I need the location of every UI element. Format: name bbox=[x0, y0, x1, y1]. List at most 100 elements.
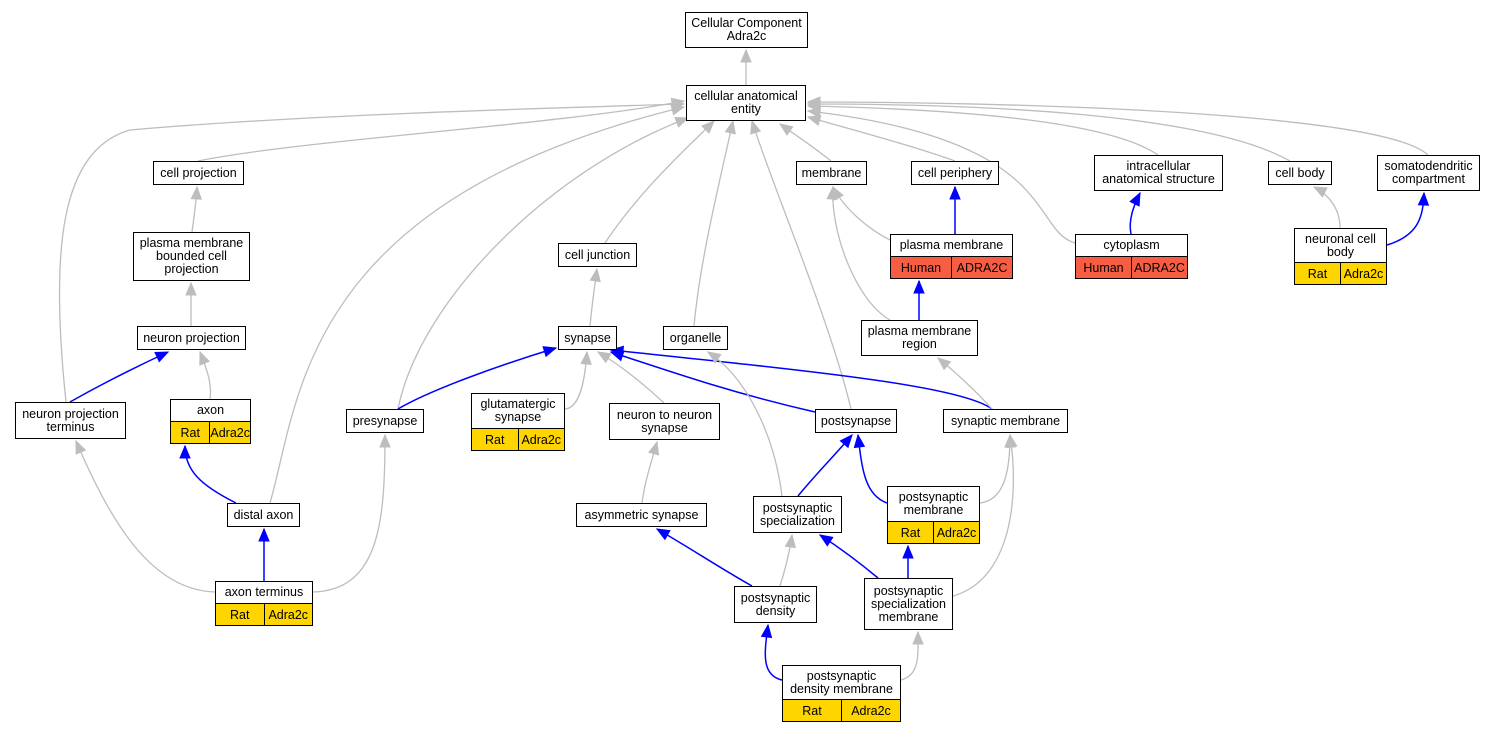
node-postsynaptic-membrane[interactable]: postsynaptic membrane Rat Adra2c bbox=[887, 486, 980, 544]
edge-distal-axon-cae bbox=[269, 106, 685, 504]
node-axon-terminus[interactable]: axon terminus Rat Adra2c bbox=[215, 581, 313, 626]
node-neuron-to-neuron-synapse[interactable]: neuron to neuron synapse bbox=[609, 403, 720, 440]
edge-pm-region-membrane bbox=[832, 186, 891, 321]
arrowhead-icon bbox=[839, 434, 853, 449]
node-postsynaptic-specialization[interactable]: postsynaptic specialization bbox=[753, 496, 842, 533]
arrowhead-icon bbox=[701, 120, 715, 134]
node-label: synapse bbox=[564, 330, 611, 345]
node-postsynaptic-specialization-membrane[interactable]: postsynaptic specialization membrane bbox=[864, 578, 953, 630]
arrowhead-icon bbox=[740, 48, 752, 63]
arrowhead-icon bbox=[778, 123, 794, 136]
edge-axon-terminus-npt bbox=[75, 440, 216, 593]
annotation-row: Rat Adra2c bbox=[216, 603, 312, 625]
node-label: axon bbox=[196, 403, 225, 417]
gene-tag: Adra2c bbox=[933, 522, 979, 543]
node-label: presynapse bbox=[352, 413, 418, 428]
gene-tag: Adra2c bbox=[841, 700, 900, 721]
node-label: cytoplasm bbox=[1103, 238, 1160, 252]
node-label: neuronal cell body bbox=[1305, 231, 1376, 259]
arrowhead-icon bbox=[185, 281, 197, 296]
node-label: Cellular Component Adra2c bbox=[691, 16, 802, 43]
node-label: organelle bbox=[669, 330, 722, 345]
node-label: postsynaptic specialization bbox=[759, 500, 836, 528]
edge-neuronal-cell-body-cell-body bbox=[1313, 186, 1341, 229]
node-neuron-projection[interactable]: neuron projection bbox=[137, 326, 246, 350]
node-label: neuron projection terminus bbox=[22, 406, 119, 434]
edge-intracellular-cae bbox=[807, 105, 1159, 156]
node-label: postsynaptic density bbox=[740, 590, 811, 618]
edge-distal-axon-axon bbox=[184, 445, 237, 504]
edge-cytoplasm-cae bbox=[807, 110, 1076, 244]
node-cellular-component-root[interactable]: Cellular Component Adra2c bbox=[685, 12, 808, 48]
edge-postsynapse-synapse bbox=[610, 351, 816, 413]
node-neuron-projection-terminus[interactable]: neuron projection terminus bbox=[15, 402, 126, 439]
node-cell-junction[interactable]: cell junction bbox=[558, 243, 637, 267]
node-label: intracellular anatomical structure bbox=[1102, 159, 1215, 186]
node-plasma-membrane[interactable]: plasma membrane Human ADRA2C bbox=[890, 234, 1013, 279]
arrowhead-icon bbox=[1006, 433, 1018, 449]
node-postsynapse[interactable]: postsynapse bbox=[815, 409, 897, 433]
gene-tag: Adra2c bbox=[209, 422, 250, 443]
annotation-row: Rat Adra2c bbox=[171, 421, 250, 443]
node-label: somatodendritic compartment bbox=[1384, 159, 1473, 186]
node-intracellular-anatomical-structure[interactable]: intracellular anatomical structure bbox=[1094, 155, 1223, 191]
arrowhead-icon bbox=[674, 117, 690, 128]
node-presynapse[interactable]: presynapse bbox=[346, 409, 424, 433]
edge-presynapse-synapse bbox=[397, 347, 557, 410]
node-organelle[interactable]: organelle bbox=[663, 326, 728, 350]
arrowhead-icon bbox=[258, 527, 270, 542]
annotation-row: Rat Adra2c bbox=[1295, 262, 1386, 284]
node-label: postsynaptic membrane bbox=[898, 490, 969, 517]
gene-tag: Adra2c bbox=[263, 604, 313, 625]
arrowhead-icon bbox=[750, 119, 762, 135]
arrowhead-icon bbox=[724, 119, 736, 135]
arrowhead-icon bbox=[853, 433, 866, 449]
node-cell-periphery[interactable]: cell periphery bbox=[911, 161, 999, 185]
node-label: axon terminus bbox=[224, 585, 304, 599]
node-synaptic-membrane[interactable]: synaptic membrane bbox=[943, 409, 1068, 433]
species-tag: Rat bbox=[230, 607, 250, 622]
node-postsynaptic-density[interactable]: postsynaptic density bbox=[734, 586, 817, 623]
node-label: cell junction bbox=[564, 247, 631, 262]
node-asymmetric-synapse[interactable]: asymmetric synapse bbox=[576, 503, 707, 527]
arrowhead-icon bbox=[179, 444, 191, 459]
arrowhead-icon bbox=[826, 185, 838, 200]
gene-tag: ADRA2C bbox=[1131, 257, 1187, 278]
node-cell-body[interactable]: cell body bbox=[1268, 161, 1332, 185]
node-distal-axon[interactable]: distal axon bbox=[227, 503, 300, 527]
arrowhead-icon bbox=[580, 350, 592, 365]
species-tag: Human bbox=[900, 260, 942, 275]
node-label: cell projection bbox=[160, 165, 237, 180]
node-synapse[interactable]: synapse bbox=[558, 326, 617, 350]
edge-npt-neuron-projection bbox=[69, 351, 169, 403]
node-somatodendritic-compartment[interactable]: somatodendritic compartment bbox=[1377, 155, 1480, 191]
node-plasma-membrane-region[interactable]: plasma membrane region bbox=[861, 320, 978, 356]
node-axon[interactable]: axon Rat Adra2c bbox=[170, 399, 251, 444]
node-label: synaptic membrane bbox=[950, 413, 1061, 428]
node-membrane[interactable]: membrane bbox=[796, 161, 867, 185]
node-cell-projection[interactable]: cell projection bbox=[153, 161, 244, 185]
node-postsynaptic-density-membrane[interactable]: postsynaptic density membrane Rat Adra2c bbox=[782, 665, 901, 722]
gene-tag: Adra2c bbox=[517, 429, 565, 450]
node-label: cellular anatomical entity bbox=[694, 89, 798, 116]
node-plasma-membrane-bounded-cell-projection[interactable]: plasma membrane bounded cell projection bbox=[133, 232, 250, 281]
node-neuronal-cell-body[interactable]: neuronal cell body Rat Adra2c bbox=[1294, 228, 1387, 285]
annotation-row: Rat Adra2c bbox=[783, 699, 900, 721]
arrowhead-icon bbox=[912, 630, 924, 645]
arrowhead-icon bbox=[655, 528, 671, 541]
arrowhead-icon bbox=[190, 185, 203, 200]
edge-cell-body-cae bbox=[807, 103, 1291, 162]
node-cellular-anatomical-entity[interactable]: cellular anatomical entity bbox=[686, 85, 806, 121]
edge-cell-projection-cae bbox=[197, 100, 685, 162]
edge-axon-terminus-presynapse bbox=[312, 434, 386, 593]
arrowhead-icon bbox=[818, 534, 834, 547]
arrowhead-icon bbox=[648, 440, 660, 456]
gene-tag: ADRA2C bbox=[951, 257, 1012, 278]
edge-ps-spec-organelle bbox=[707, 351, 783, 497]
arrowhead-icon bbox=[609, 345, 625, 358]
node-cytoplasm[interactable]: cytoplasm Human ADRA2C bbox=[1075, 234, 1188, 279]
node-label: neuron projection bbox=[143, 330, 240, 345]
node-glutamatergic-synapse[interactable]: glutamatergic synapse Rat Adra2c bbox=[471, 393, 565, 451]
edge-npt-cae bbox=[58, 129, 131, 403]
